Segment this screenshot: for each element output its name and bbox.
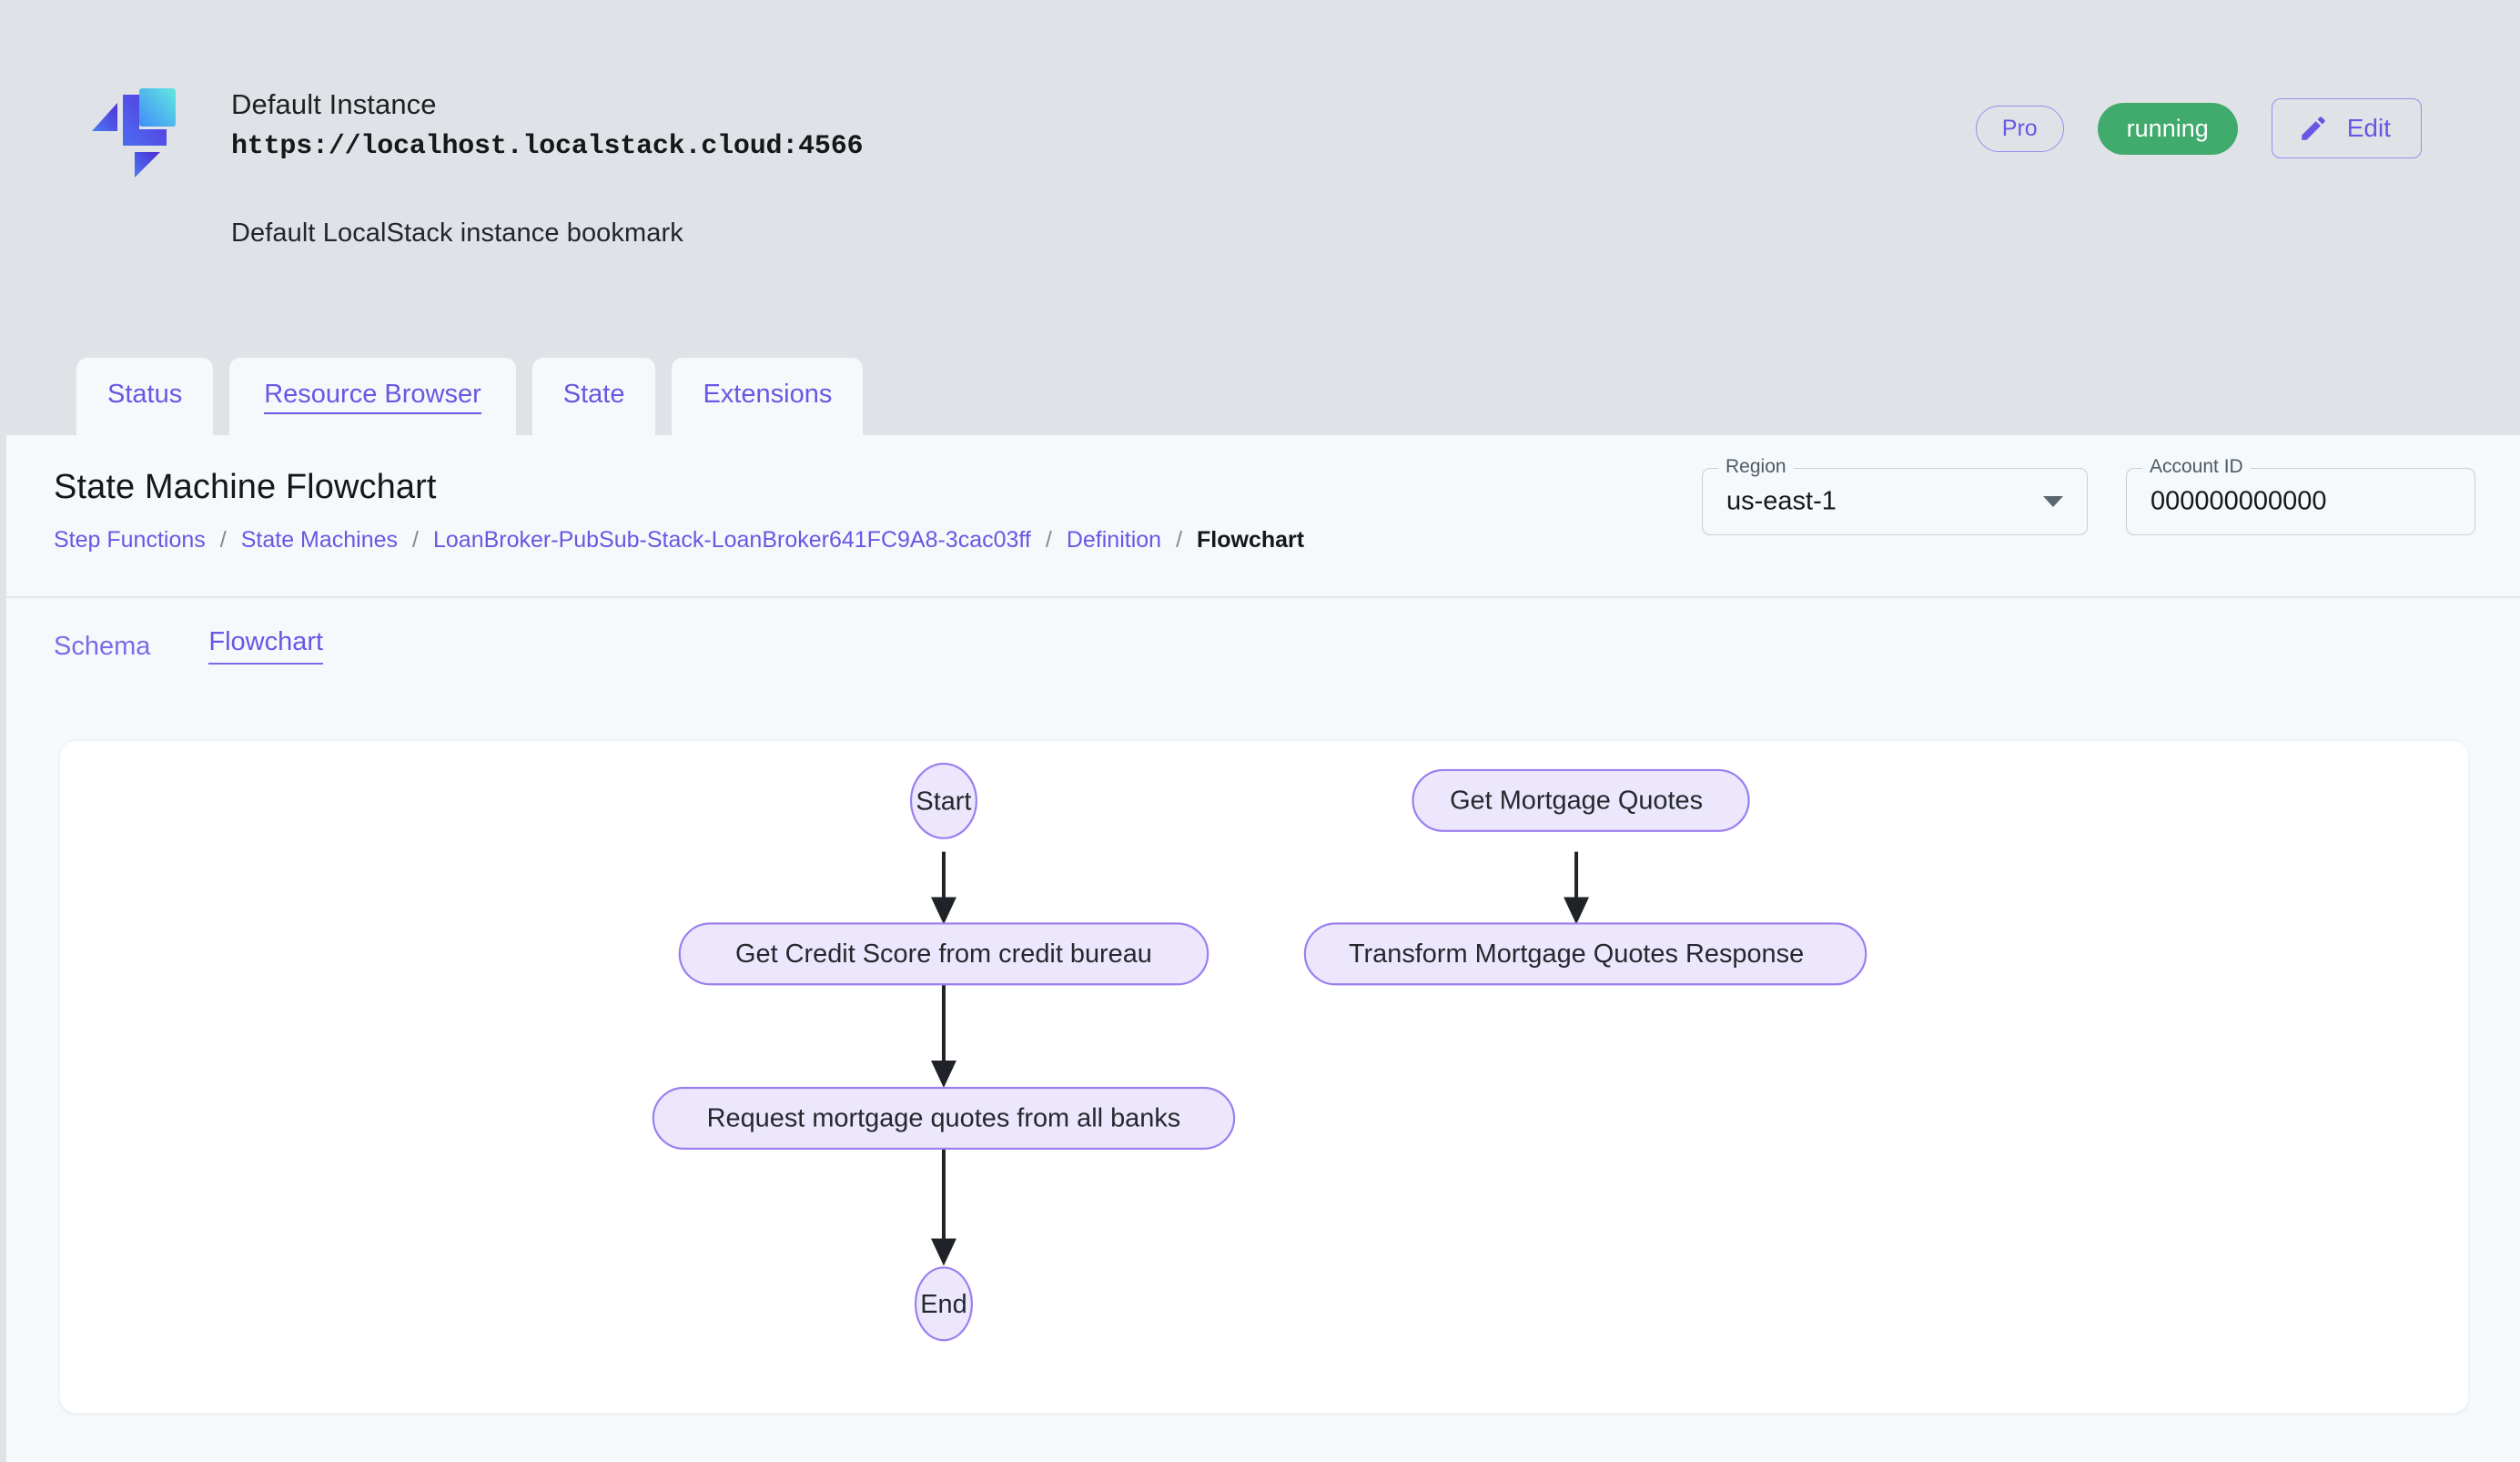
flow-node-transform-mortgage-quotes-response[interactable]: Transform Mortgage Quotes Response (1303, 922, 1867, 986)
flow-node-request-mortgage-quotes-label: Request mortgage quotes from all banks (707, 1104, 1181, 1133)
state-machine-flowchart[interactable]: Start Get Credit Score from credit burea… (60, 741, 2468, 1413)
region-select[interactable]: Region us-east-1 (1702, 457, 2088, 535)
instance-description: Default LocalStack instance bookmark (231, 218, 683, 248)
instance-name: Default Instance (231, 88, 437, 120)
breadcrumb-separator: / (219, 527, 227, 553)
instance-summary: Default Instance https://localhost.local… (86, 80, 864, 182)
page-title: State Machine Flowchart (54, 468, 437, 506)
edge-arrow-start-to-credit (930, 897, 956, 925)
app-header: Default Instance https://localhost.local… (0, 0, 2520, 435)
edit-button-label: Edit (2346, 114, 2391, 142)
breadcrumb-separator: / (1045, 527, 1052, 553)
header-actions: Pro running Edit (1975, 98, 2422, 158)
breadcrumb-item-definition[interactable]: Definition (1066, 527, 1162, 553)
breadcrumb-separator: / (1176, 527, 1183, 553)
localstack-logo-icon (92, 88, 176, 178)
region-value: us-east-1 (1726, 486, 1837, 516)
account-id-field[interactable]: Account ID 000000000000 (2126, 457, 2475, 535)
tab-status[interactable]: Status (76, 358, 214, 435)
subtab-flowchart[interactable]: Flowchart (208, 629, 324, 665)
tab-status-label: Status (107, 380, 183, 409)
edge-arrow-credit-to-request (930, 1061, 956, 1088)
account-id-label: Account ID (2142, 457, 2251, 476)
flow-node-request-mortgage-quotes[interactable]: Request mortgage quotes from all banks (652, 1086, 1236, 1150)
breadcrumb-separator: / (412, 527, 419, 553)
breadcrumb-item-flowchart: Flowchart (1197, 527, 1305, 553)
flowchart-edges (930, 851, 1590, 1266)
flow-node-get-mortgage-quotes[interactable]: Get Mortgage Quotes (1412, 768, 1750, 832)
flow-node-get-credit-score-label: Get Credit Score from credit bureau (735, 939, 1152, 969)
pro-badge[interactable]: Pro (1975, 105, 2064, 152)
secondary-tabs: Schema Flowchart (54, 629, 324, 665)
status-badge[interactable]: running (2097, 102, 2238, 155)
tab-state[interactable]: State (531, 358, 656, 435)
tab-resource-browser-label: Resource Browser (264, 380, 481, 414)
breadcrumb: Step Functions / State Machines / LoanBr… (54, 527, 1304, 553)
tab-state-label: State (562, 380, 625, 409)
flow-node-end-label: End (920, 1290, 967, 1319)
flowchart-card: Start Get Credit Score from credit burea… (59, 740, 2469, 1414)
tab-extensions[interactable]: Extensions (672, 358, 864, 435)
chevron-down-icon[interactable] (2043, 496, 2063, 507)
flow-node-end[interactable]: End (914, 1266, 973, 1342)
breadcrumb-item-state-machines[interactable]: State Machines (240, 527, 399, 553)
content-panel: State Machine Flowchart Step Functions /… (6, 435, 2520, 1462)
tab-extensions-label: Extensions (703, 380, 833, 409)
edge-arrow-request-to-end (930, 1238, 956, 1266)
flow-node-get-credit-score[interactable]: Get Credit Score from credit bureau (678, 922, 1209, 986)
breadcrumb-item-step-functions[interactable]: Step Functions (54, 527, 206, 553)
flow-node-get-mortgage-quotes-label: Get Mortgage Quotes (1450, 786, 1703, 815)
region-label: Region (1718, 457, 1794, 476)
header-fields: Region us-east-1 Account ID 000000000000 (1702, 457, 2475, 535)
tab-resource-browser[interactable]: Resource Browser (229, 358, 516, 435)
edge-arrow-getquotes-to-transform (1564, 897, 1590, 925)
pencil-icon (2302, 117, 2325, 140)
panel-divider (6, 596, 2520, 598)
account-id-value: 000000000000 (2151, 486, 2327, 516)
flow-node-transform-mortgage-quotes-response-label: Transform Mortgage Quotes Response (1349, 939, 1804, 969)
subtab-schema[interactable]: Schema (54, 632, 151, 661)
flow-node-start[interactable]: Start (909, 762, 977, 839)
page-header: State Machine Flowchart Step Functions /… (6, 435, 2520, 596)
breadcrumb-item-state-machine-name[interactable]: LoanBroker-PubSub-Stack-LoanBroker641FC9… (433, 527, 1031, 553)
instance-url: https://localhost.localstack.cloud:4566 (231, 131, 864, 163)
flow-node-start-label: Start (916, 787, 971, 816)
primary-tabs: Status Resource Browser State Extensions (76, 358, 864, 435)
edit-button[interactable]: Edit (2271, 98, 2422, 158)
